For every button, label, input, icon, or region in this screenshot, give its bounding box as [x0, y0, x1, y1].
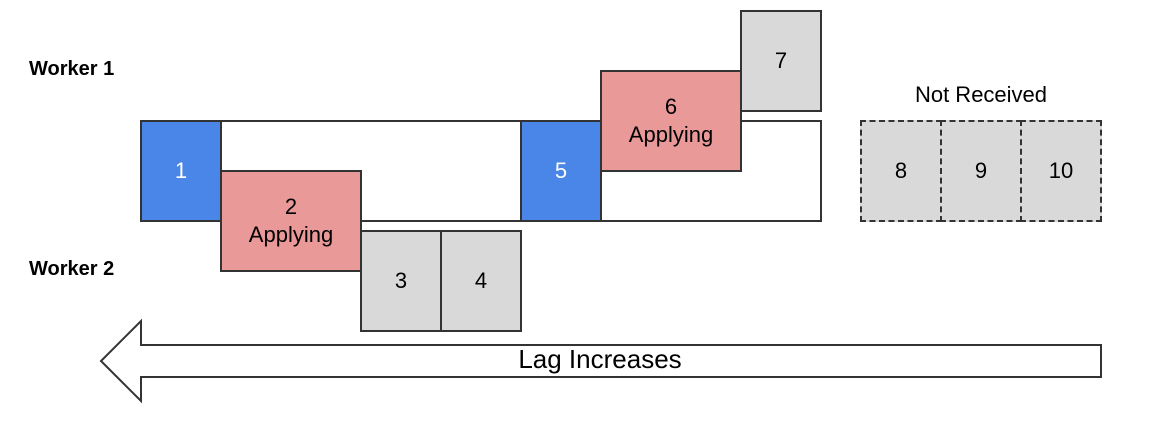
box-number: 5 — [554, 158, 568, 183]
worker-1-label: Worker 1 — [29, 58, 115, 80]
box-number: 8 — [894, 158, 908, 183]
transaction-box-9: 9 — [940, 120, 1022, 222]
box-number: 6 — [664, 94, 678, 119]
transaction-box-4: 4 — [440, 230, 522, 332]
box-number: 7 — [774, 48, 788, 73]
box-number: 1 — [174, 158, 188, 183]
transaction-box-6: 6 Applying — [600, 70, 742, 172]
transaction-box-1: 1 — [140, 120, 222, 222]
transaction-box-10: 10 — [1020, 120, 1102, 222]
box-number: 3 — [394, 268, 408, 293]
left-arrow-icon — [99, 318, 1102, 404]
transaction-box-7: 7 — [740, 10, 822, 112]
worker-2-label: Worker 2 — [29, 258, 115, 280]
lag-arrow-label: Lag Increases — [518, 344, 682, 374]
box-number: 4 — [474, 268, 488, 293]
not-received-label: Not Received — [914, 82, 1048, 107]
box-number: 10 — [1048, 158, 1074, 183]
transaction-box-8: 8 — [860, 120, 942, 222]
box-status: Applying — [248, 222, 334, 247]
box-number: 9 — [974, 158, 988, 183]
box-number: 2 — [284, 194, 298, 219]
box-status: Applying — [628, 122, 714, 147]
transaction-box-2: 2 Applying — [220, 170, 362, 272]
